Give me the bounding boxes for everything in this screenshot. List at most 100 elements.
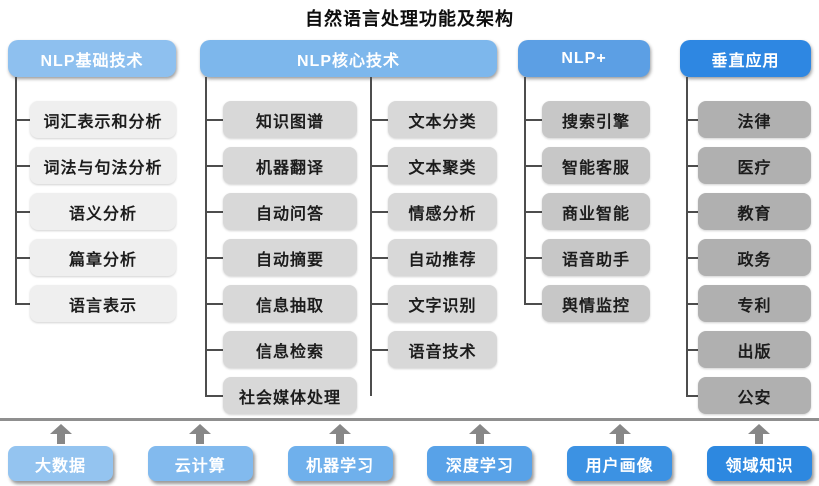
node-text-clustering: 文本聚类 [388,147,497,184]
node-smart-customer-service: 智能客服 [542,147,650,184]
foundation-unit: 云计算 [147,424,253,481]
tree-row: 语音助手 [518,239,650,276]
diagram-title: 自然语言处理功能及架构 [305,9,514,29]
node-voice-assistant: 语音助手 [542,239,650,276]
tree-row: 文字识别 [365,285,497,322]
tree-row: 文本分类 [365,101,497,138]
node-stacks: 知识图谱 机器翻译 自动问答 自动摘要 信息抽取 信息检索 社会媒体处理 文本分… [200,77,497,414]
connector-tick [205,118,223,121]
column-header-nlp-core: NLP核心技术 [200,40,497,77]
tree-row: 词法与句法分析 [8,147,176,184]
tree-row: 情感分析 [365,193,497,230]
connector-tick [686,164,698,167]
tree-row: 舆情监控 [518,285,650,322]
node-public-security: 公安 [698,377,811,414]
node-opinion-monitoring: 舆情监控 [542,285,650,322]
connector-tick [205,256,223,259]
node-speech-technology: 语音技术 [388,331,497,368]
column-header-nlp-basics: NLP基础技术 [8,40,176,77]
foundation-unit: 领域知识 [706,424,812,481]
connector-vline [686,77,688,396]
arrow-up-icon [329,424,352,444]
connector-tick [205,164,223,167]
connector-vline [205,77,207,396]
node-ocr: 文字识别 [388,285,497,322]
connector-tick [524,118,542,121]
connector-vline [15,77,17,304]
node-text-classification: 文本分类 [388,101,497,138]
node-machine-translation: 机器翻译 [223,147,357,184]
connector-tick [15,118,30,121]
tree-row: 法律 [680,101,811,138]
node-stack-right: 文本分类 文本聚类 情感分析 自动推荐 文字识别 语音技术 [365,77,497,414]
tree-row: 自动摘要 [200,239,357,276]
node-education: 教育 [698,193,811,230]
tree-row: 商业智能 [518,193,650,230]
node-auto-recommendation: 自动推荐 [388,239,497,276]
node-stack: 法律 医疗 教育 政务 专利 出版 公安 [680,77,811,414]
tree-row: 信息抽取 [200,285,357,322]
tree-row: 机器翻译 [200,147,357,184]
column-nlp-basics: NLP基础技术 词汇表示和分析 词法与句法分析 语义分析 篇章分析 语言表示 [8,40,176,322]
arrow-up-icon [748,424,771,444]
tree-row: 信息检索 [200,331,357,368]
connector-vline [524,77,526,304]
foundation-divider-line [0,418,819,421]
foundation-box-cloud-computing: 云计算 [147,446,253,481]
tree-row: 社会媒体处理 [200,377,357,414]
node-knowledge-graph: 知识图谱 [223,101,357,138]
node-government: 政务 [698,239,811,276]
connector-tick [686,118,698,121]
connector-tick [205,348,223,351]
node-sentiment-analysis: 情感分析 [388,193,497,230]
node-law: 法律 [698,101,811,138]
arrow-up-icon [468,424,491,444]
connector-tick [370,256,388,259]
tree-row: 文本聚类 [365,147,497,184]
connector-vline [370,77,372,396]
node-question-answering: 自动问答 [223,193,357,230]
connector-tick [205,210,223,213]
arrow-up-icon [49,424,72,444]
tree-row: 词汇表示和分析 [8,101,176,138]
foundation-unit: 机器学习 [287,424,393,481]
node-publishing: 出版 [698,331,811,368]
column-header-nlp-plus: NLP+ [518,40,650,77]
connector-tick [15,302,30,305]
connector-tick [370,302,388,305]
connector-tick [15,256,30,259]
tree-row: 自动推荐 [365,239,497,276]
connector-tick [686,256,698,259]
connector-tick [370,210,388,213]
connector-tick [370,164,388,167]
connector-tick [686,394,698,397]
node-search-engine: 搜索引擎 [542,101,650,138]
connector-tick [524,256,542,259]
connector-tick [524,302,542,305]
connector-tick [524,164,542,167]
column-vertical-apps: 垂直应用 法律 医疗 教育 政务 专利 出版 公安 [680,40,811,414]
foundation-box-user-profile: 用户画像 [567,446,673,481]
node-social-media-processing: 社会媒体处理 [223,377,357,414]
tree-row: 自动问答 [200,193,357,230]
connector-tick [524,210,542,213]
node-discourse-analysis: 篇章分析 [30,239,176,276]
connector-tick [205,394,223,397]
column-header-vertical-apps: 垂直应用 [680,40,811,77]
node-auto-summarization: 自动摘要 [223,239,357,276]
connector-tick [15,210,30,213]
node-stack: 词汇表示和分析 词法与句法分析 语义分析 篇章分析 语言表示 [8,77,176,322]
foundation-box-machine-learning: 机器学习 [287,446,393,481]
foundation-row: 大数据 云计算 机器学习 深度学习 用户画像 领域知识 [8,424,812,481]
foundation-unit: 大数据 [8,424,113,481]
connector-tick [686,348,698,351]
node-information-retrieval: 信息检索 [223,331,357,368]
arrow-up-icon [608,424,631,444]
node-medical: 医疗 [698,147,811,184]
tree-row: 公安 [680,377,811,414]
node-business-intelligence: 商业智能 [542,193,650,230]
connector-tick [686,210,698,213]
foundation-box-big-data: 大数据 [8,446,113,481]
tree-row: 政务 [680,239,811,276]
